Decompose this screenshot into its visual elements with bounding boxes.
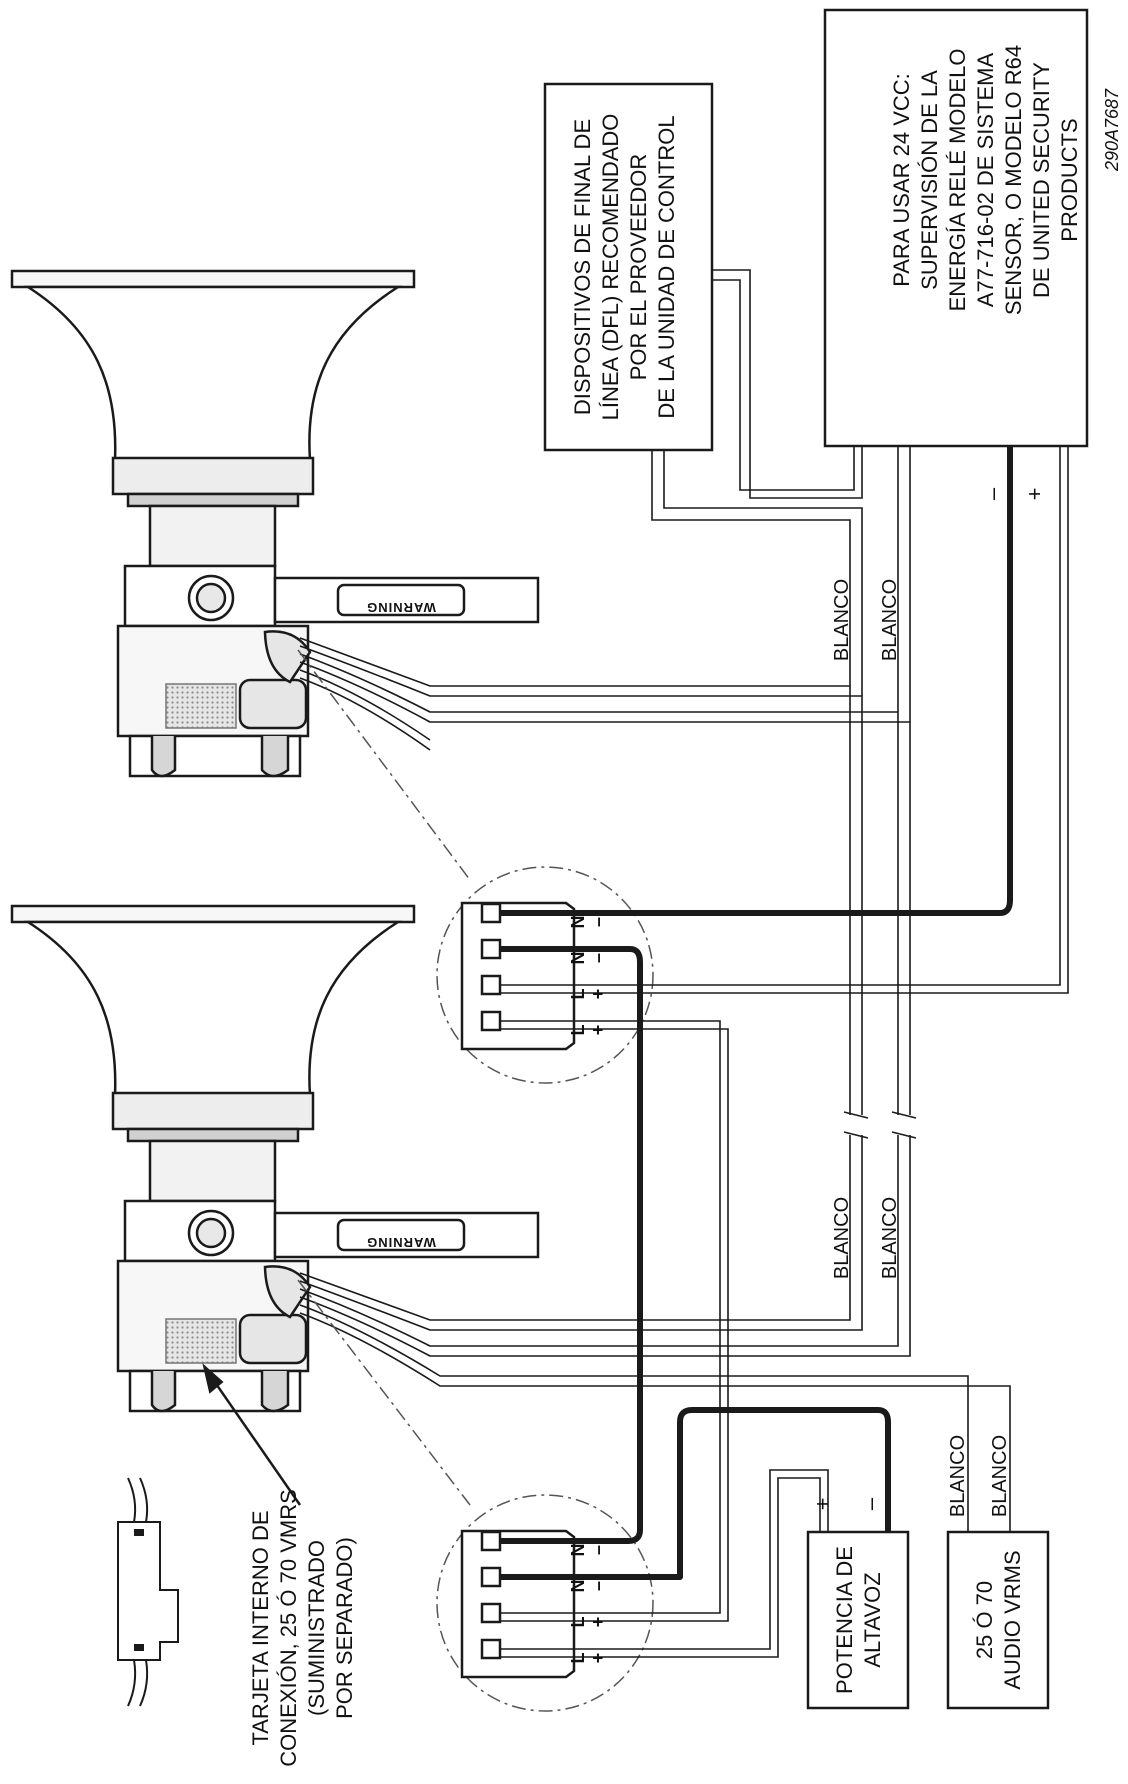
svg-text:–: – (588, 953, 608, 963)
svg-text:N: N (568, 916, 588, 929)
terminal-detail-2 (436, 1494, 654, 1712)
svg-text:L: L (568, 989, 588, 1000)
svg-text:A77-716-02 DE SISTEMA: A77-716-02 DE SISTEMA (973, 53, 998, 308)
horn-speaker-1 (10, 269, 540, 778)
terminal-detail-1 (436, 866, 654, 1084)
svg-text:DE UNITED SECURITY: DE UNITED SECURITY (1029, 62, 1054, 298)
polarity-markers: – + + – (810, 487, 1047, 1510)
speaker-power-box (806, 1530, 910, 1710)
svg-text:SENSOR, O MODELO R64: SENSOR, O MODELO R64 (1001, 45, 1026, 315)
wire-labels-blanco: BLANCO BLANCO BLANCO BLANCO BLANCO BLANC… (831, 579, 1011, 1517)
horn-2-wire-bundle (299, 1135, 1011, 1532)
svg-text:+: + (588, 989, 608, 1000)
svg-text:BLANCO: BLANCO (879, 1197, 901, 1279)
svg-text:–: – (980, 487, 1005, 500)
svg-text:BLANCO: BLANCO (831, 1197, 853, 1279)
card-label: TARJETA INTERNO DE CONEXIÓN, 25 Ó 70 VMR… (248, 1489, 357, 1767)
svg-text:POTENCIA DE: POTENCIA DE (832, 1546, 857, 1694)
vcc-box-text: PARA USAR 24 VCC: SUPERVISIÓN DE LA ENER… (889, 45, 1082, 315)
svg-text:L: L (568, 1653, 588, 1664)
horn-1-warning-badge: WARNING (366, 600, 436, 615)
card-inset-icon (117, 1477, 179, 1707)
svg-text:–: – (588, 917, 608, 927)
terminal-labels-2: N – N – L + L + (568, 1544, 608, 1664)
svg-text:AUDIO VRMS: AUDIO VRMS (1000, 1550, 1025, 1689)
dfl-box-text: DISPOSITIVOS DE FINAL DE LÍNEA (DFL) REC… (570, 114, 679, 421)
svg-text:POR EL PROVEEDOR: POR EL PROVEEDOR (626, 154, 651, 381)
svg-text:PARA USAR 24 VCC:: PARA USAR 24 VCC: (889, 73, 914, 287)
svg-text:–: – (858, 1497, 883, 1510)
svg-text:BLANCO: BLANCO (879, 579, 901, 661)
svg-text:ENERGÍA RELÉ MODELO: ENERGÍA RELÉ MODELO (945, 49, 970, 312)
speaker-negative-wires (500, 440, 1013, 1580)
wire-break-markers (843, 1111, 917, 1139)
speaker-power-box-text: POTENCIA DE ALTAVOZ (832, 1546, 885, 1694)
svg-text:–: – (588, 1581, 608, 1591)
svg-text:L: L (568, 1617, 588, 1628)
svg-text:DISPOSITIVOS DE FINAL DE: DISPOSITIVOS DE FINAL DE (570, 119, 595, 415)
svg-text:DE LA UNIDAD DE CONTROL: DE LA UNIDAD DE CONTROL (654, 115, 679, 418)
svg-text:(SUMINISTRADO: (SUMINISTRADO (304, 1540, 329, 1716)
svg-text:L: L (568, 1025, 588, 1036)
svg-text:POR SEPARADO): POR SEPARADO) (332, 1537, 357, 1719)
svg-text:TARJETA INTERNO DE: TARJETA INTERNO DE (248, 1510, 273, 1745)
horn-1-wire-bundle (299, 637, 911, 1115)
svg-text:+: + (588, 1025, 608, 1036)
svg-text:CONEXIÓN, 25 Ó 70 VMRS: CONEXIÓN, 25 Ó 70 VMRS (276, 1489, 301, 1767)
svg-text:N: N (568, 1580, 588, 1593)
svg-text:BLANCO: BLANCO (947, 1435, 969, 1517)
svg-text:+: + (588, 1617, 608, 1628)
vcc-supervision-box (823, 8, 1089, 448)
svg-text:PRODUCTS: PRODUCTS (1057, 118, 1082, 241)
audio-source-box (946, 1530, 1050, 1710)
detail-leader-lines (297, 649, 471, 1506)
card-label-arrow (202, 1363, 302, 1506)
audio-source-box-text: 25 Ó 70 AUDIO VRMS (972, 1550, 1025, 1689)
svg-text:–: – (588, 1545, 608, 1555)
svg-text:BLANCO: BLANCO (989, 1435, 1011, 1517)
svg-text:BLANCO: BLANCO (831, 579, 853, 661)
terminal-labels-1: N – N – L + L + (568, 916, 608, 1036)
svg-text:+: + (1022, 488, 1047, 501)
svg-text:LÍNEA (DFL) RECOMENDADO: LÍNEA (DFL) RECOMENDADO (598, 114, 623, 421)
horn-2-warning-badge: WARNING (366, 1235, 436, 1250)
svg-text:N: N (568, 1544, 588, 1557)
svg-text:+: + (588, 1653, 608, 1664)
svg-text:+: + (810, 1498, 835, 1511)
svg-text:25 Ó 70: 25 Ó 70 (972, 1581, 997, 1659)
diagram-reference: 290A7687 (1102, 88, 1122, 172)
dfl-box (543, 82, 714, 452)
svg-text:ALTAVOZ: ALTAVOZ (860, 1572, 885, 1667)
svg-text:SUPERVISIÓN DE LA: SUPERVISIÓN DE LA (917, 70, 942, 290)
horn-speaker-2 (10, 904, 540, 1413)
svg-text:N: N (568, 952, 588, 965)
